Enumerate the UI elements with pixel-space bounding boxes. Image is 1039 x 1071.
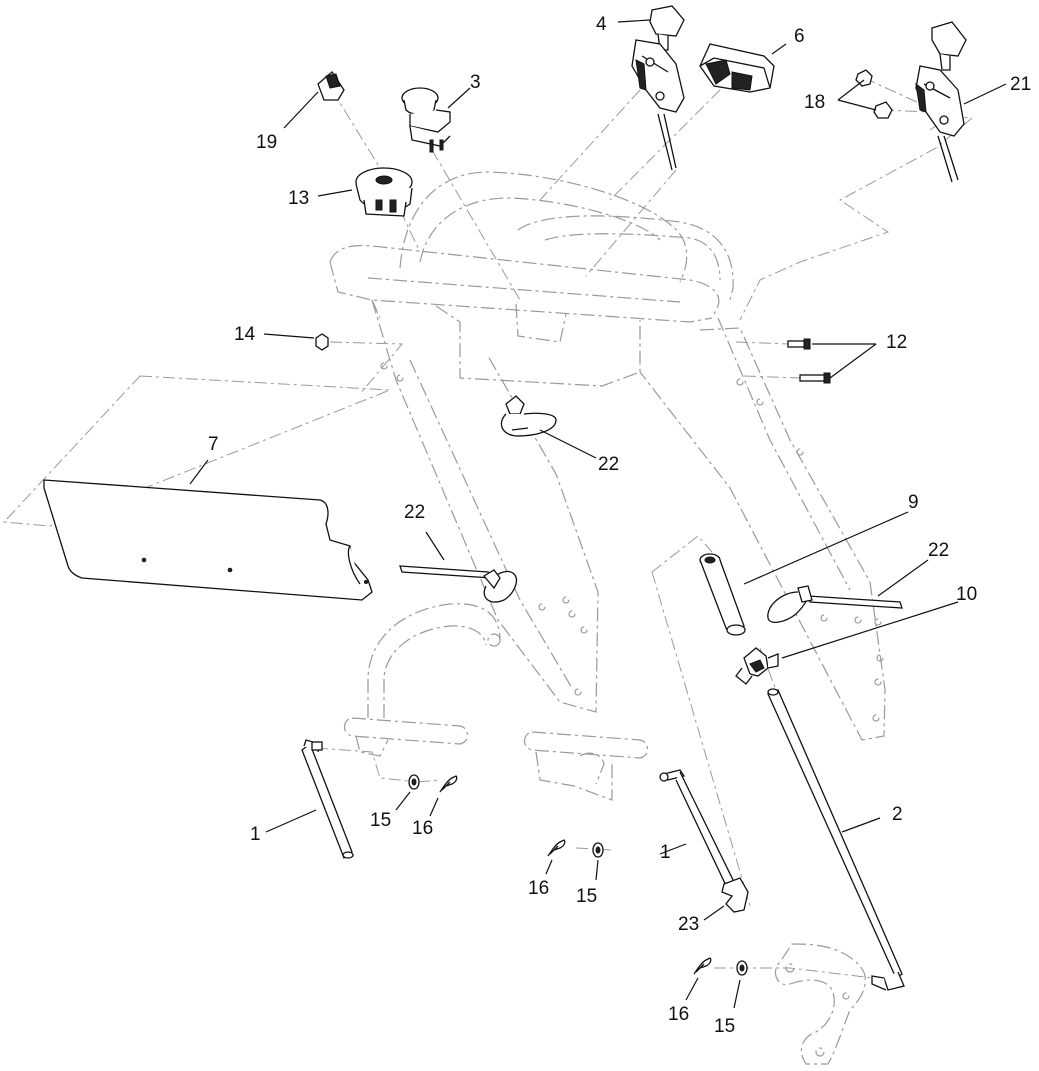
part-1-rod-left [301, 739, 354, 860]
part-14-bolt [315, 333, 329, 351]
callout-1-left: 1 [250, 824, 261, 845]
callout-18: 18 [804, 92, 825, 113]
callout-19: 19 [256, 132, 277, 153]
callout-22-upper: 22 [598, 454, 619, 475]
callout-6: 6 [794, 26, 805, 47]
part-9-sleeve [699, 553, 746, 636]
callout-15-center: 15 [576, 886, 597, 907]
callout-10: 10 [956, 584, 977, 605]
part-1-rod-center [659, 769, 739, 895]
callout-1-center: 1 [660, 842, 671, 863]
callout-14: 14 [234, 324, 256, 345]
callout-22-left: 22 [404, 502, 425, 523]
callout-12: 12 [886, 332, 907, 353]
callout-16-left: 16 [412, 818, 433, 839]
callout-15-left: 15 [370, 810, 391, 831]
callout-4: 4 [596, 14, 607, 35]
callout-16-lower: 16 [668, 1004, 689, 1025]
part-16-clips [439, 775, 712, 975]
assembly-centerlines [2, 77, 973, 981]
frame-holes-left [380, 362, 588, 696]
part-3-pto-switch [401, 87, 451, 153]
part-22-cable-tie-left [399, 565, 518, 603]
callout-23: 23 [678, 914, 699, 935]
callout-16-center: 16 [528, 878, 549, 899]
leader-lines [189, 19, 1007, 1009]
callout-13: 13 [288, 188, 309, 209]
callout-22-right: 22 [928, 540, 949, 561]
part-12-bolts [787, 338, 831, 384]
part-18-nuts [855, 69, 893, 119]
frame-holes-right [736, 378, 884, 722]
callout-7: 7 [208, 434, 219, 455]
part-6-module [699, 43, 775, 93]
callout-3: 3 [470, 72, 481, 93]
part-15-washers [408, 774, 748, 976]
part-4-throttle-lever [631, 5, 685, 171]
part-22-cable-tie-right [767, 585, 903, 624]
part-2-rod [767, 688, 905, 991]
part-21-lever [915, 21, 967, 183]
callout-9: 9 [908, 492, 919, 513]
part-13-ignition-switch [355, 167, 413, 217]
handle-frame-phantom [329, 171, 886, 1065]
part-19-key [317, 71, 345, 101]
part-23-clip [721, 877, 749, 913]
callout-15-lower: 15 [714, 1016, 735, 1037]
part-10-wing-nut [735, 647, 779, 685]
part-22-cable-tie-upper [500, 395, 557, 437]
callout-2: 2 [892, 804, 903, 825]
callout-labels: 4 6 3 19 13 18 21 14 12 22 7 22 9 22 10 … [208, 14, 1031, 1037]
part-7-panel [43, 479, 373, 601]
callout-21: 21 [1010, 74, 1031, 95]
